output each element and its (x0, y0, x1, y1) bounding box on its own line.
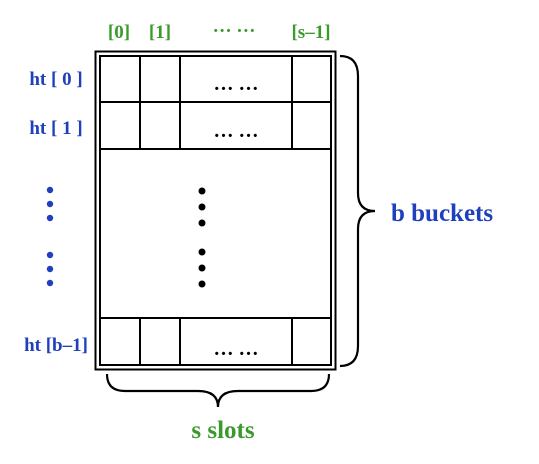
center-dot (198, 264, 206, 272)
table-inner-border (99, 55, 332, 366)
column-label-ellipsis: … … (213, 16, 256, 37)
center-dot (198, 187, 206, 195)
cell-ellipsis-row-1: … … (214, 120, 259, 142)
slots-brace (105, 373, 331, 408)
left-dot (46, 186, 54, 194)
cell-ellipsis-row-0: … … (214, 73, 259, 95)
column-label-1: [1] (149, 22, 171, 43)
left-dot (46, 251, 54, 259)
left-dot (46, 214, 54, 222)
buckets-label: b buckets (391, 200, 493, 227)
center-dot (198, 219, 206, 227)
left-dot (46, 265, 54, 273)
left-dot (46, 279, 54, 287)
cell-ellipsis-row-last: … … (214, 338, 259, 360)
table-outer-border (94, 50, 337, 371)
center-dot (198, 280, 206, 288)
column-label-last: [s–1] (291, 22, 330, 43)
left-dot (46, 200, 54, 208)
buckets-brace (339, 54, 376, 368)
slots-label: s slots (191, 417, 254, 444)
row-label-last: ht [b–1] (24, 335, 88, 356)
center-dot (198, 248, 206, 256)
row-label-1: ht [ 1 ] (29, 118, 82, 139)
table-row-dots (198, 187, 206, 288)
row-label-0: ht [ 0 ] (29, 69, 82, 90)
center-dot (198, 203, 206, 211)
column-label-0: [0] (108, 22, 130, 43)
row-label-dots (46, 186, 54, 287)
